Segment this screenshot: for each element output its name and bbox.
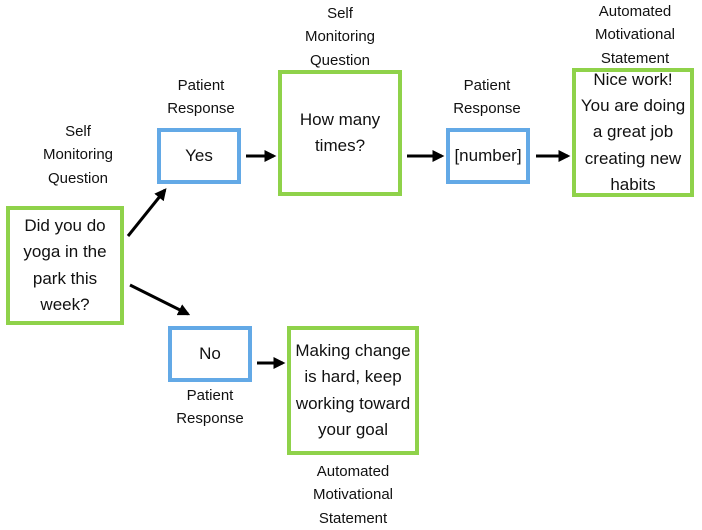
label-self-monitoring-question-1: Self Monitoring Question — [42, 123, 114, 187]
response-box-yes: Yes — [157, 128, 241, 184]
response-box-number: [number] — [446, 128, 530, 184]
arrow-question-to-no — [129, 283, 191, 316]
question-box-how-many: How many times? — [278, 70, 402, 196]
statement-box-no: Making change is hard, keep working towa… — [287, 326, 419, 455]
arrow-question-to-yes — [126, 188, 167, 237]
label-patient-response-yes: Patient Response — [167, 77, 235, 118]
label-patient-response-number: Patient Response — [453, 77, 521, 118]
label-automated-statement-yes: Automated Motivational Statement — [594, 3, 676, 67]
label-patient-response-no: Patient Response — [176, 387, 244, 428]
statement-box-yes: Nice work! You are doing a great job cre… — [572, 68, 694, 197]
label-automated-statement-no: Automated Motivational Statement — [312, 463, 394, 527]
label-self-monitoring-question-2: Self Monitoring Question — [304, 5, 376, 69]
response-box-no: No — [168, 326, 252, 382]
question-box-yoga: Did you do yoga in the park this week? — [6, 206, 124, 325]
